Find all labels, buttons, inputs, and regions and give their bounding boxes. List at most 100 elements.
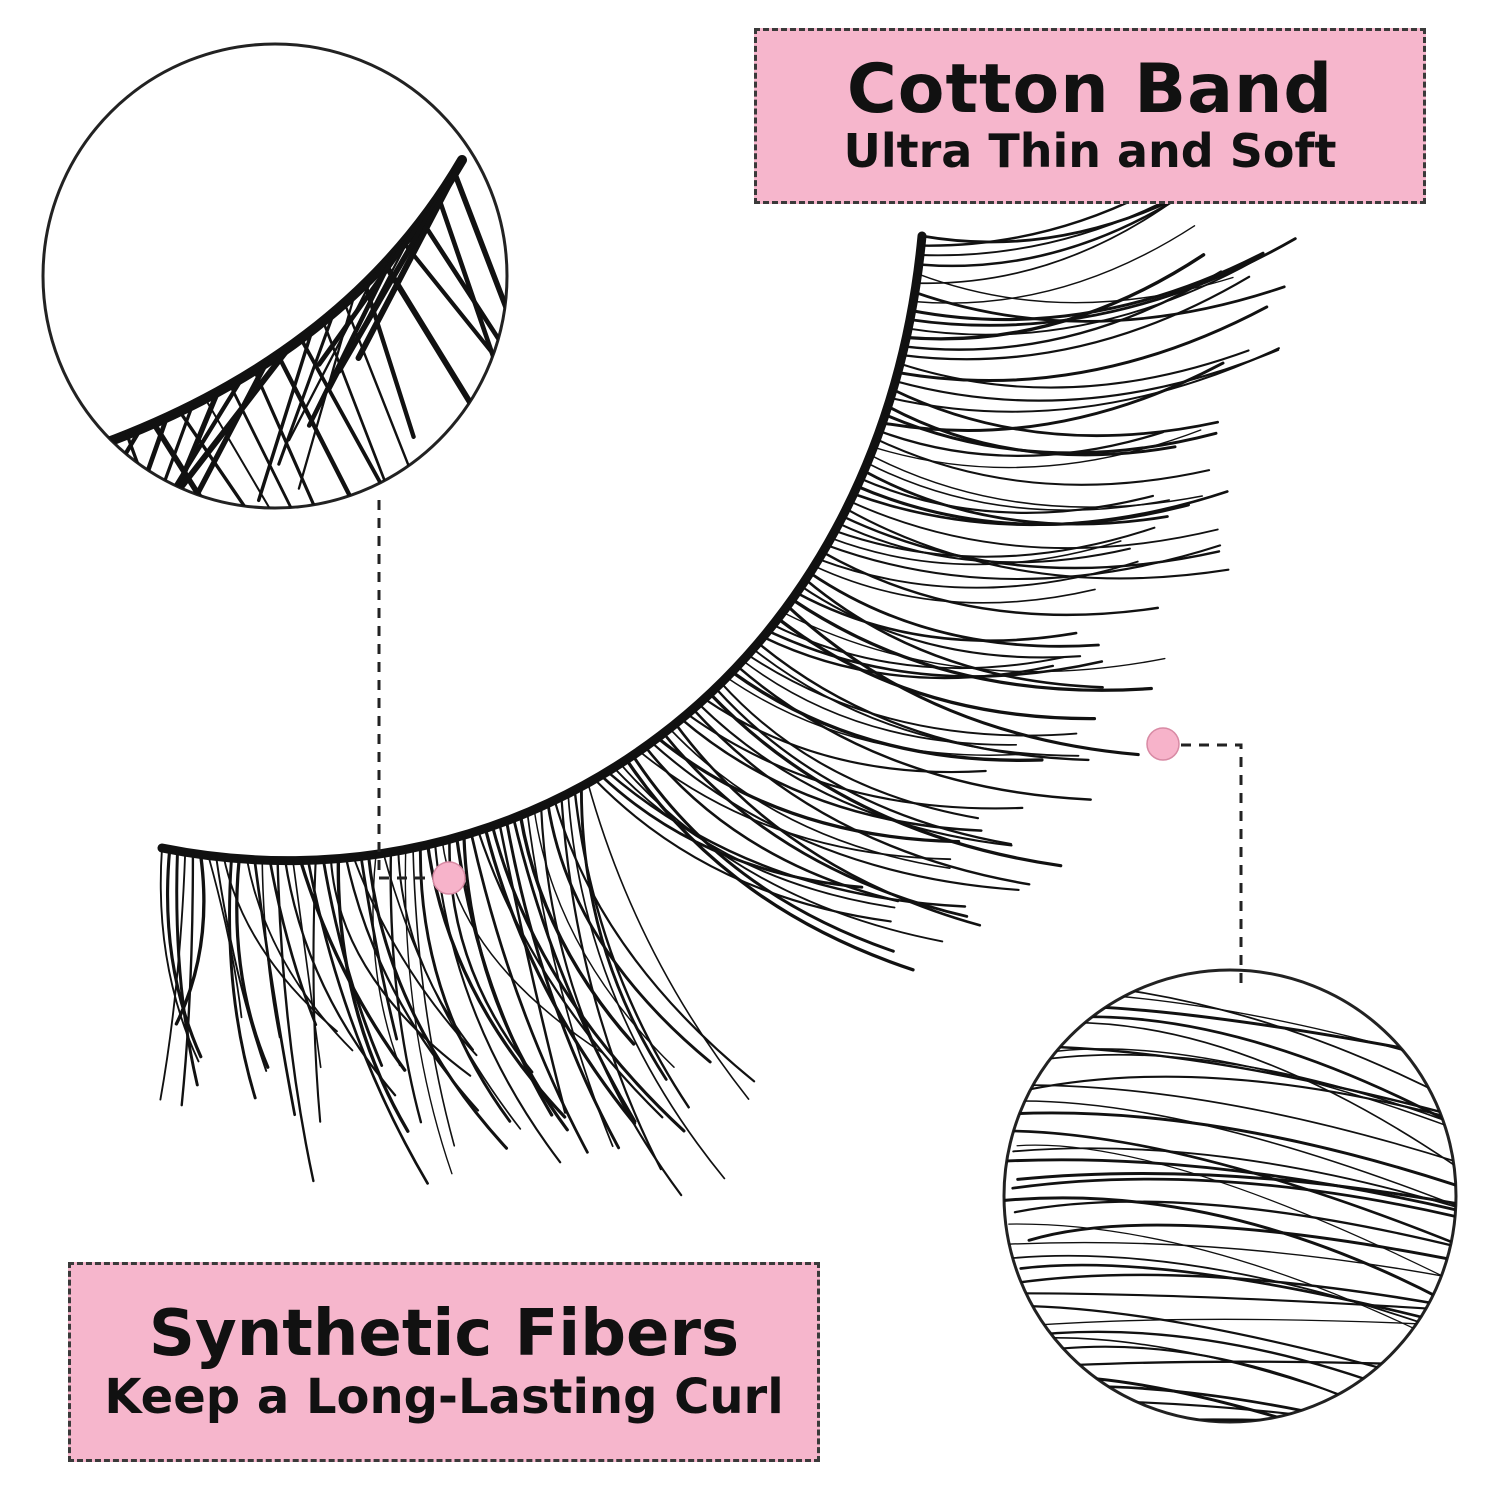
lash-fiber [261,859,281,1039]
lash-fiber [849,500,1219,550]
cotton-band-subtitle: Ultra Thin and Soft [843,124,1337,179]
fiber-closeup-strand [1022,1465,1470,1500]
lash-fiber [235,857,270,1069]
band-closeup-fiber [316,206,433,367]
band-closeup-fiber [43,426,143,508]
synthetic-fibers-title: Synthetic Fibers [148,1297,740,1372]
lash-fiber [833,526,1156,558]
lash-fiber [917,188,1193,268]
lash-fiber [756,641,1090,762]
lash-fiber [306,858,429,1185]
lash-fiber [567,792,726,1180]
lash-fiber [907,258,1258,336]
lash-fiber [533,808,675,1068]
band-closeup-fiber [256,328,314,503]
lash-fiber [612,766,896,909]
lash-fiber [800,585,1082,659]
fiber-leader-line [1163,743,1243,990]
lash-fiber [624,757,915,972]
fiber-closeup-strand [1016,1172,1456,1208]
lash-band [157,231,927,866]
lash-fiber [477,829,664,1119]
lash-fiber [808,571,1100,648]
lash-fiber [253,858,297,1117]
lash-fiber [329,858,472,1077]
lash-fiber [908,237,1297,327]
lash-fiber [579,785,668,1081]
lash-fiber [910,251,1265,322]
lash-fiber [741,659,1018,746]
lash-fiber [845,507,1230,580]
band-leader-line [377,500,448,880]
lash-fiber [284,859,397,1097]
lash-fiber [916,273,1234,304]
lash-fiber [904,253,1206,341]
cotton-band-title: Cotton Band [846,49,1334,129]
lash-fiber [708,691,1063,868]
lash-fiber [292,859,322,1069]
fiber-closeup-strand [1019,1263,1456,1331]
lash-fiber [795,591,1078,642]
lash-fiber [344,856,480,1112]
lash-fiber [404,848,453,1175]
lash-fiber [691,707,1031,886]
lash-fiber [841,515,1221,570]
lash-fiber [776,616,1097,721]
lash-fiber [312,858,322,1123]
lash-fiber [643,745,900,903]
fiber-closeup-strand [1027,1223,1456,1265]
band-closeup-fiber [228,383,340,508]
lash-fiber [174,852,206,1026]
lash-fiber [540,805,683,1197]
lash-fiber [655,736,961,844]
fiber-closeup-strand [1004,1129,1456,1251]
cotton-band-label: Cotton Band Ultra Thin and Soft [754,28,1426,204]
fiber-closeup-strand [1012,1147,1456,1212]
lash-fiber [902,270,1223,351]
fiber-closeup-strand [1006,1418,1456,1422]
band-closeup-fiber [252,368,347,508]
band-closeup-fiber [336,182,450,374]
fiber-closeup-strand [1013,1200,1456,1252]
lash-fiber [697,702,1013,847]
lash-fiber [587,782,750,1100]
lash-fiber [821,550,1160,617]
lash-fiber [859,477,1155,514]
lash-fiber [752,647,1080,757]
lash-fiber [898,349,1250,389]
lash-fiber [359,855,399,1041]
fiber-closeup-strand [1016,1144,1456,1291]
lash-fiber [674,722,982,927]
lash-fiber [175,849,199,1087]
lash-fiber [830,537,1122,566]
band-closeup-fiber [43,437,117,508]
lash-fiber [389,850,423,1124]
fiber-closeup-strand [1019,1048,1456,1136]
lash-fiber [469,831,589,1154]
lash-fiber [412,847,456,1147]
lash-fiber [228,856,257,1100]
lash-fiber [631,753,895,953]
lash-fiber [268,859,318,1027]
fiber-closeup-circle [1002,968,1470,1500]
lash-fiber [880,361,1225,432]
synthetic-fibers-subtitle: Keep a Long-Lasting Curl [104,1368,784,1425]
lash-fiber [900,275,1251,361]
fiber-closeup-strand [1004,1196,1456,1316]
lash-fiber [298,858,407,1072]
lash-fiber [785,604,1140,757]
lash-fiber [896,305,1269,383]
band-closeup-fiber [355,157,465,361]
fiber-closeup-strand [1008,1111,1456,1192]
band-marker-dot [432,861,466,895]
lash-fiber [553,799,756,1083]
lash-fiber [512,816,637,1123]
lash-fiber [886,404,1177,457]
lash-fiber [766,629,1104,678]
fiber-closeup-strand [1011,1177,1456,1222]
lash-fiber [725,676,1028,756]
lash-fiber [159,851,187,1101]
band-closeup-fiber [136,375,245,508]
lash-fiber [781,611,1166,673]
lash-fiber [498,822,567,1114]
